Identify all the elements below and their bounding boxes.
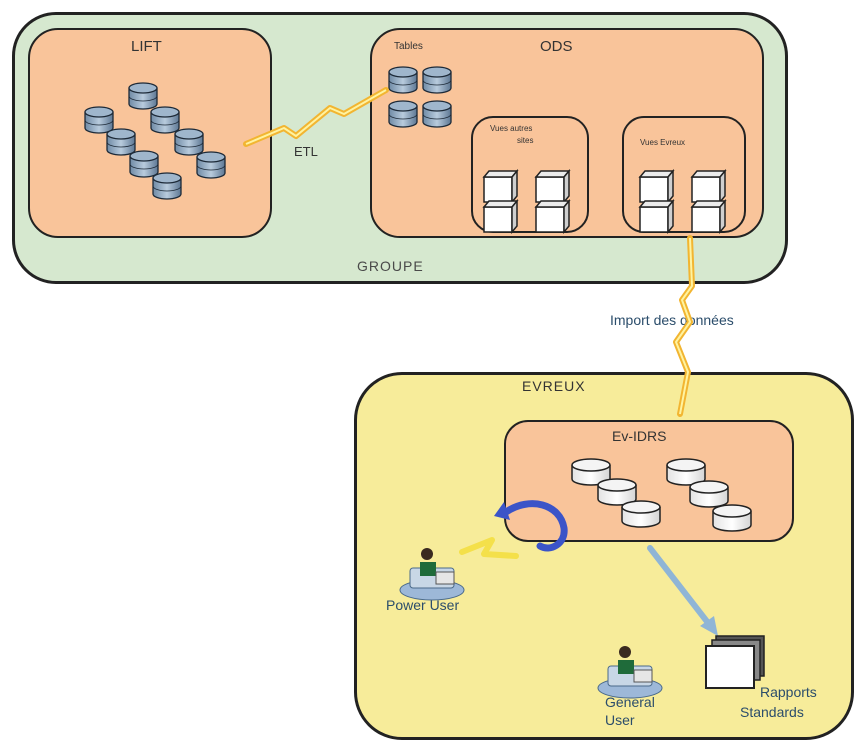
database-icon <box>422 66 452 94</box>
view-evreux-label: Vues Evreux <box>640 138 686 147</box>
import-label: Import des données <box>610 312 734 328</box>
view-cube-icon <box>535 200 570 233</box>
database-icon <box>84 106 114 134</box>
database-icon <box>196 151 226 179</box>
lift-panel <box>28 28 272 238</box>
power-user-label: Power User <box>386 597 460 613</box>
report-arrow-icon <box>647 545 718 636</box>
evidrs-label: Ev-IDRS <box>612 428 667 444</box>
evidrs-databases <box>571 458 752 532</box>
power-user-icon <box>399 547 465 601</box>
database-icon <box>597 478 637 506</box>
groupe-label: GROUPE <box>357 258 424 274</box>
rapports-label-line2: Standards <box>740 704 804 720</box>
refresh-arrow-icon <box>494 500 568 552</box>
view-cube-icon <box>535 170 570 203</box>
database-icon <box>150 106 180 134</box>
database-icon <box>128 82 158 110</box>
general-user-label-line1: General <box>605 694 655 710</box>
view-autres-cubes <box>483 170 570 233</box>
view-evreux-cubes <box>639 170 726 233</box>
power-user-lightning-icon <box>459 537 519 559</box>
database-icon <box>422 100 452 128</box>
ods-table-databases <box>388 66 452 128</box>
etl-lightning-icon <box>243 87 389 147</box>
view-cube-icon <box>639 170 674 203</box>
database-icon <box>388 66 418 94</box>
reports-icon <box>705 635 765 689</box>
database-icon <box>712 504 752 532</box>
view-cube-icon <box>483 200 518 233</box>
view-cube-icon <box>639 200 674 233</box>
database-icon <box>388 100 418 128</box>
ods-label: ODS <box>540 38 573 55</box>
rapports-label-line1: Rapports <box>760 684 817 700</box>
import-lightning-icon <box>673 235 695 417</box>
lift-label: LIFT <box>131 38 162 55</box>
database-icon <box>106 128 136 156</box>
view-cube-icon <box>483 170 518 203</box>
ods-tables-label: Tables <box>394 41 423 52</box>
general-user-icon <box>597 645 663 699</box>
database-icon <box>621 500 661 528</box>
lift-databases <box>84 82 226 200</box>
view-cube-icon <box>691 200 726 233</box>
database-icon <box>152 172 182 200</box>
view-cube-icon <box>691 170 726 203</box>
evreux-label: EVREUX <box>522 378 586 394</box>
database-icon <box>689 480 729 508</box>
database-icon <box>129 150 159 178</box>
view-autres-sites-label-line2: sites <box>517 136 534 145</box>
etl-label: ETL <box>294 144 318 159</box>
general-user-label-line2: User <box>605 712 635 728</box>
database-icon <box>174 128 204 156</box>
view-autres-sites-label-line1: Vues autres <box>490 124 533 133</box>
